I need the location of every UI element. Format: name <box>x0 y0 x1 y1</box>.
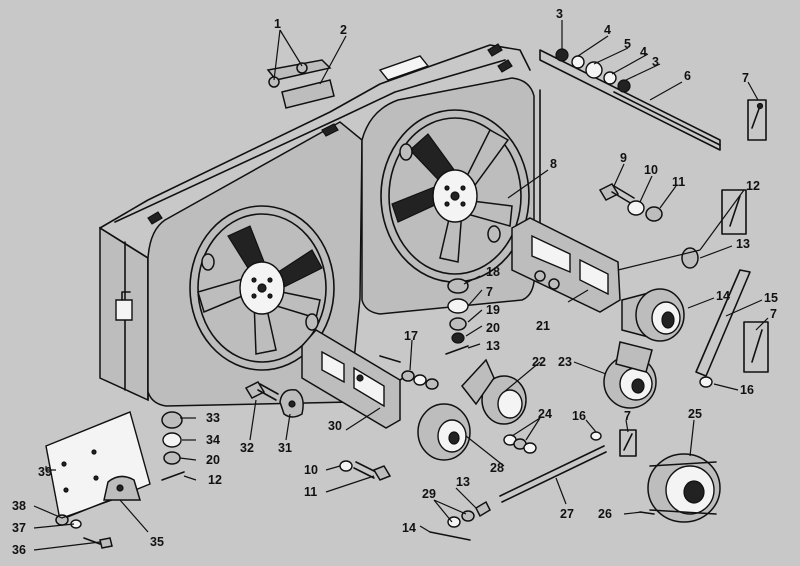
callout-28: 28 <box>490 461 504 475</box>
callout-26: 26 <box>598 507 612 521</box>
callout-12-left: 12 <box>208 473 222 487</box>
callout-25: 25 <box>688 407 702 421</box>
callout-17: 17 <box>404 329 418 343</box>
callout-6: 6 <box>684 69 691 83</box>
callout-13-mid: 13 <box>486 339 500 353</box>
leader-lines <box>33 20 769 551</box>
tensioner-25 <box>639 453 721 523</box>
washer-stack-18-20 <box>445 278 469 355</box>
callout-29: 29 <box>422 487 436 501</box>
callout-15: 15 <box>764 291 778 305</box>
callout-11-top: 11 <box>672 175 685 189</box>
callout-22: 22 <box>532 355 546 369</box>
callout-13-right: 13 <box>736 237 750 251</box>
callout-38: 38 <box>12 499 26 513</box>
callout-35: 35 <box>150 535 164 549</box>
callout-5: 5 <box>624 37 631 51</box>
callout-19: 19 <box>486 303 500 317</box>
callout-24: 24 <box>538 407 552 421</box>
washers-24 <box>503 434 537 454</box>
callout-4-top: 4 <box>604 23 611 37</box>
callout-27: 27 <box>560 507 574 521</box>
callout-32: 32 <box>240 441 254 455</box>
callout-23: 23 <box>558 355 572 369</box>
callout-10-bottom: 10 <box>304 463 318 477</box>
bracket-plate-2 <box>266 59 335 109</box>
callout-34: 34 <box>206 433 220 447</box>
pulley-28 <box>417 403 471 461</box>
callout-16-right: 16 <box>740 383 754 397</box>
callout-1: 1 <box>274 17 281 31</box>
callout-3-top: 3 <box>556 7 563 21</box>
callout-2: 2 <box>340 23 347 37</box>
callout-4-second: 4 <box>640 45 647 59</box>
callout-30: 30 <box>328 419 342 433</box>
callout-14-right: 14 <box>716 289 730 303</box>
callout-33: 33 <box>206 411 220 425</box>
callout-36: 36 <box>12 543 26 557</box>
rod-27 <box>429 445 607 541</box>
callout-9: 9 <box>620 151 627 165</box>
cotter-pin-7-bottom <box>590 429 637 457</box>
callout-21: 21 <box>536 319 550 333</box>
tension-rod-6 <box>539 48 721 151</box>
callout-7-bottom: 7 <box>624 409 631 423</box>
bracket-35 <box>103 475 142 501</box>
callout-16-bottom: 16 <box>572 409 586 423</box>
bolt-11-bottom <box>339 460 392 481</box>
washers-17 <box>401 370 439 390</box>
bolts-36-38 <box>55 514 113 549</box>
callout-labels: 1 2 3 4 5 4 3 6 7 8 9 10 11 12 13 14 15 … <box>12 7 778 557</box>
callout-39: 39 <box>38 465 52 479</box>
fan-left <box>189 205 335 371</box>
bracket-30 <box>301 329 413 429</box>
callout-7-right: 7 <box>770 307 777 321</box>
callout-10-top: 10 <box>644 163 658 177</box>
rod-15 <box>695 269 751 388</box>
pulley-23 <box>603 341 657 409</box>
bolt-washer-nut-9-10-11 <box>598 183 663 222</box>
callout-7-mid: 7 <box>486 285 493 299</box>
callout-20-left: 20 <box>206 453 220 467</box>
callout-8: 8 <box>550 157 557 171</box>
bolt-32-plate-31 <box>244 381 304 418</box>
callout-31: 31 <box>278 441 292 455</box>
plate-39 <box>45 411 151 521</box>
callout-3-second: 3 <box>652 55 659 69</box>
callout-20-mid: 20 <box>486 321 500 335</box>
callout-7-top: 7 <box>742 71 749 85</box>
callout-37: 37 <box>12 521 26 535</box>
callout-11-bottom: 11 <box>304 485 317 499</box>
callout-13-bottom: 13 <box>456 475 470 489</box>
fan-right <box>380 109 530 283</box>
pin-12 <box>721 189 747 235</box>
cotter-pin-7-right <box>743 321 769 373</box>
callout-18: 18 <box>486 265 500 279</box>
stack-33-34 <box>161 411 185 481</box>
callout-12-top: 12 <box>746 179 760 193</box>
mounting-plate-21 <box>511 217 621 313</box>
cotter-pin-7-top <box>747 99 767 141</box>
pulley-22 <box>461 358 527 425</box>
pulley-14 <box>621 247 699 342</box>
callout-14-bottom: 14 <box>402 521 416 535</box>
